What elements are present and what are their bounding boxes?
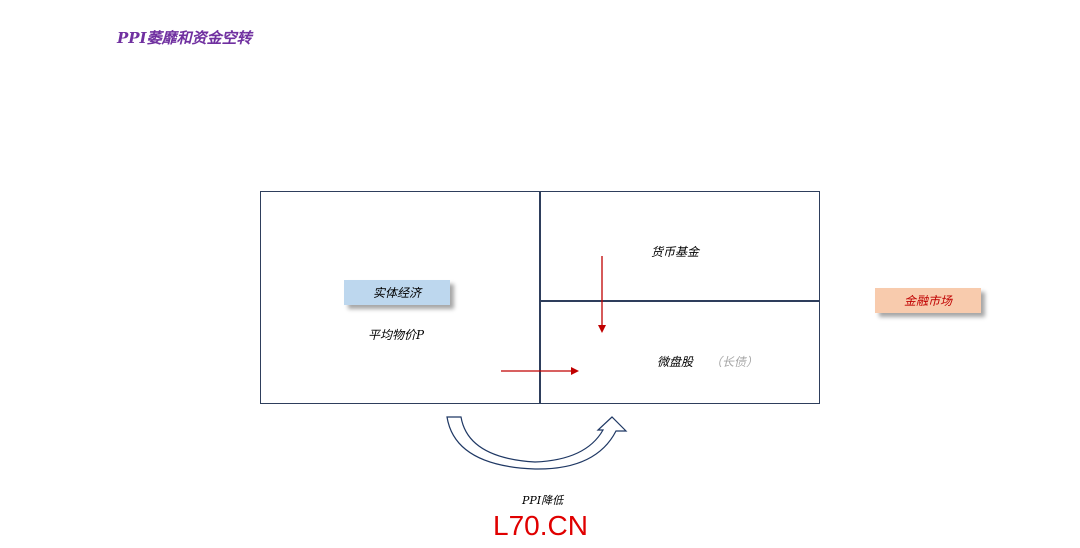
left-panel (260, 191, 541, 404)
right-top-panel (539, 191, 820, 302)
long-bond-note: （长债） (710, 355, 759, 369)
slide-title: PPI萎靡和资金空转 (117, 29, 252, 47)
down-arrow-icon (598, 256, 606, 333)
curved-arrow-icon (446, 416, 628, 470)
money-fund-label: 货币基金 (651, 245, 700, 259)
ppi-decline-label: PPI降低 (522, 494, 564, 507)
microcap-label: 微盘股 (657, 355, 694, 369)
right-arrow-icon (501, 367, 579, 375)
watermark: L70.CN (493, 510, 588, 541)
financial-market-tag: 金融市场 (875, 288, 981, 313)
average-price-label: 平均物价P (368, 328, 425, 342)
right-bottom-panel (539, 300, 820, 404)
real-economy-tag: 实体经济 (344, 280, 450, 305)
